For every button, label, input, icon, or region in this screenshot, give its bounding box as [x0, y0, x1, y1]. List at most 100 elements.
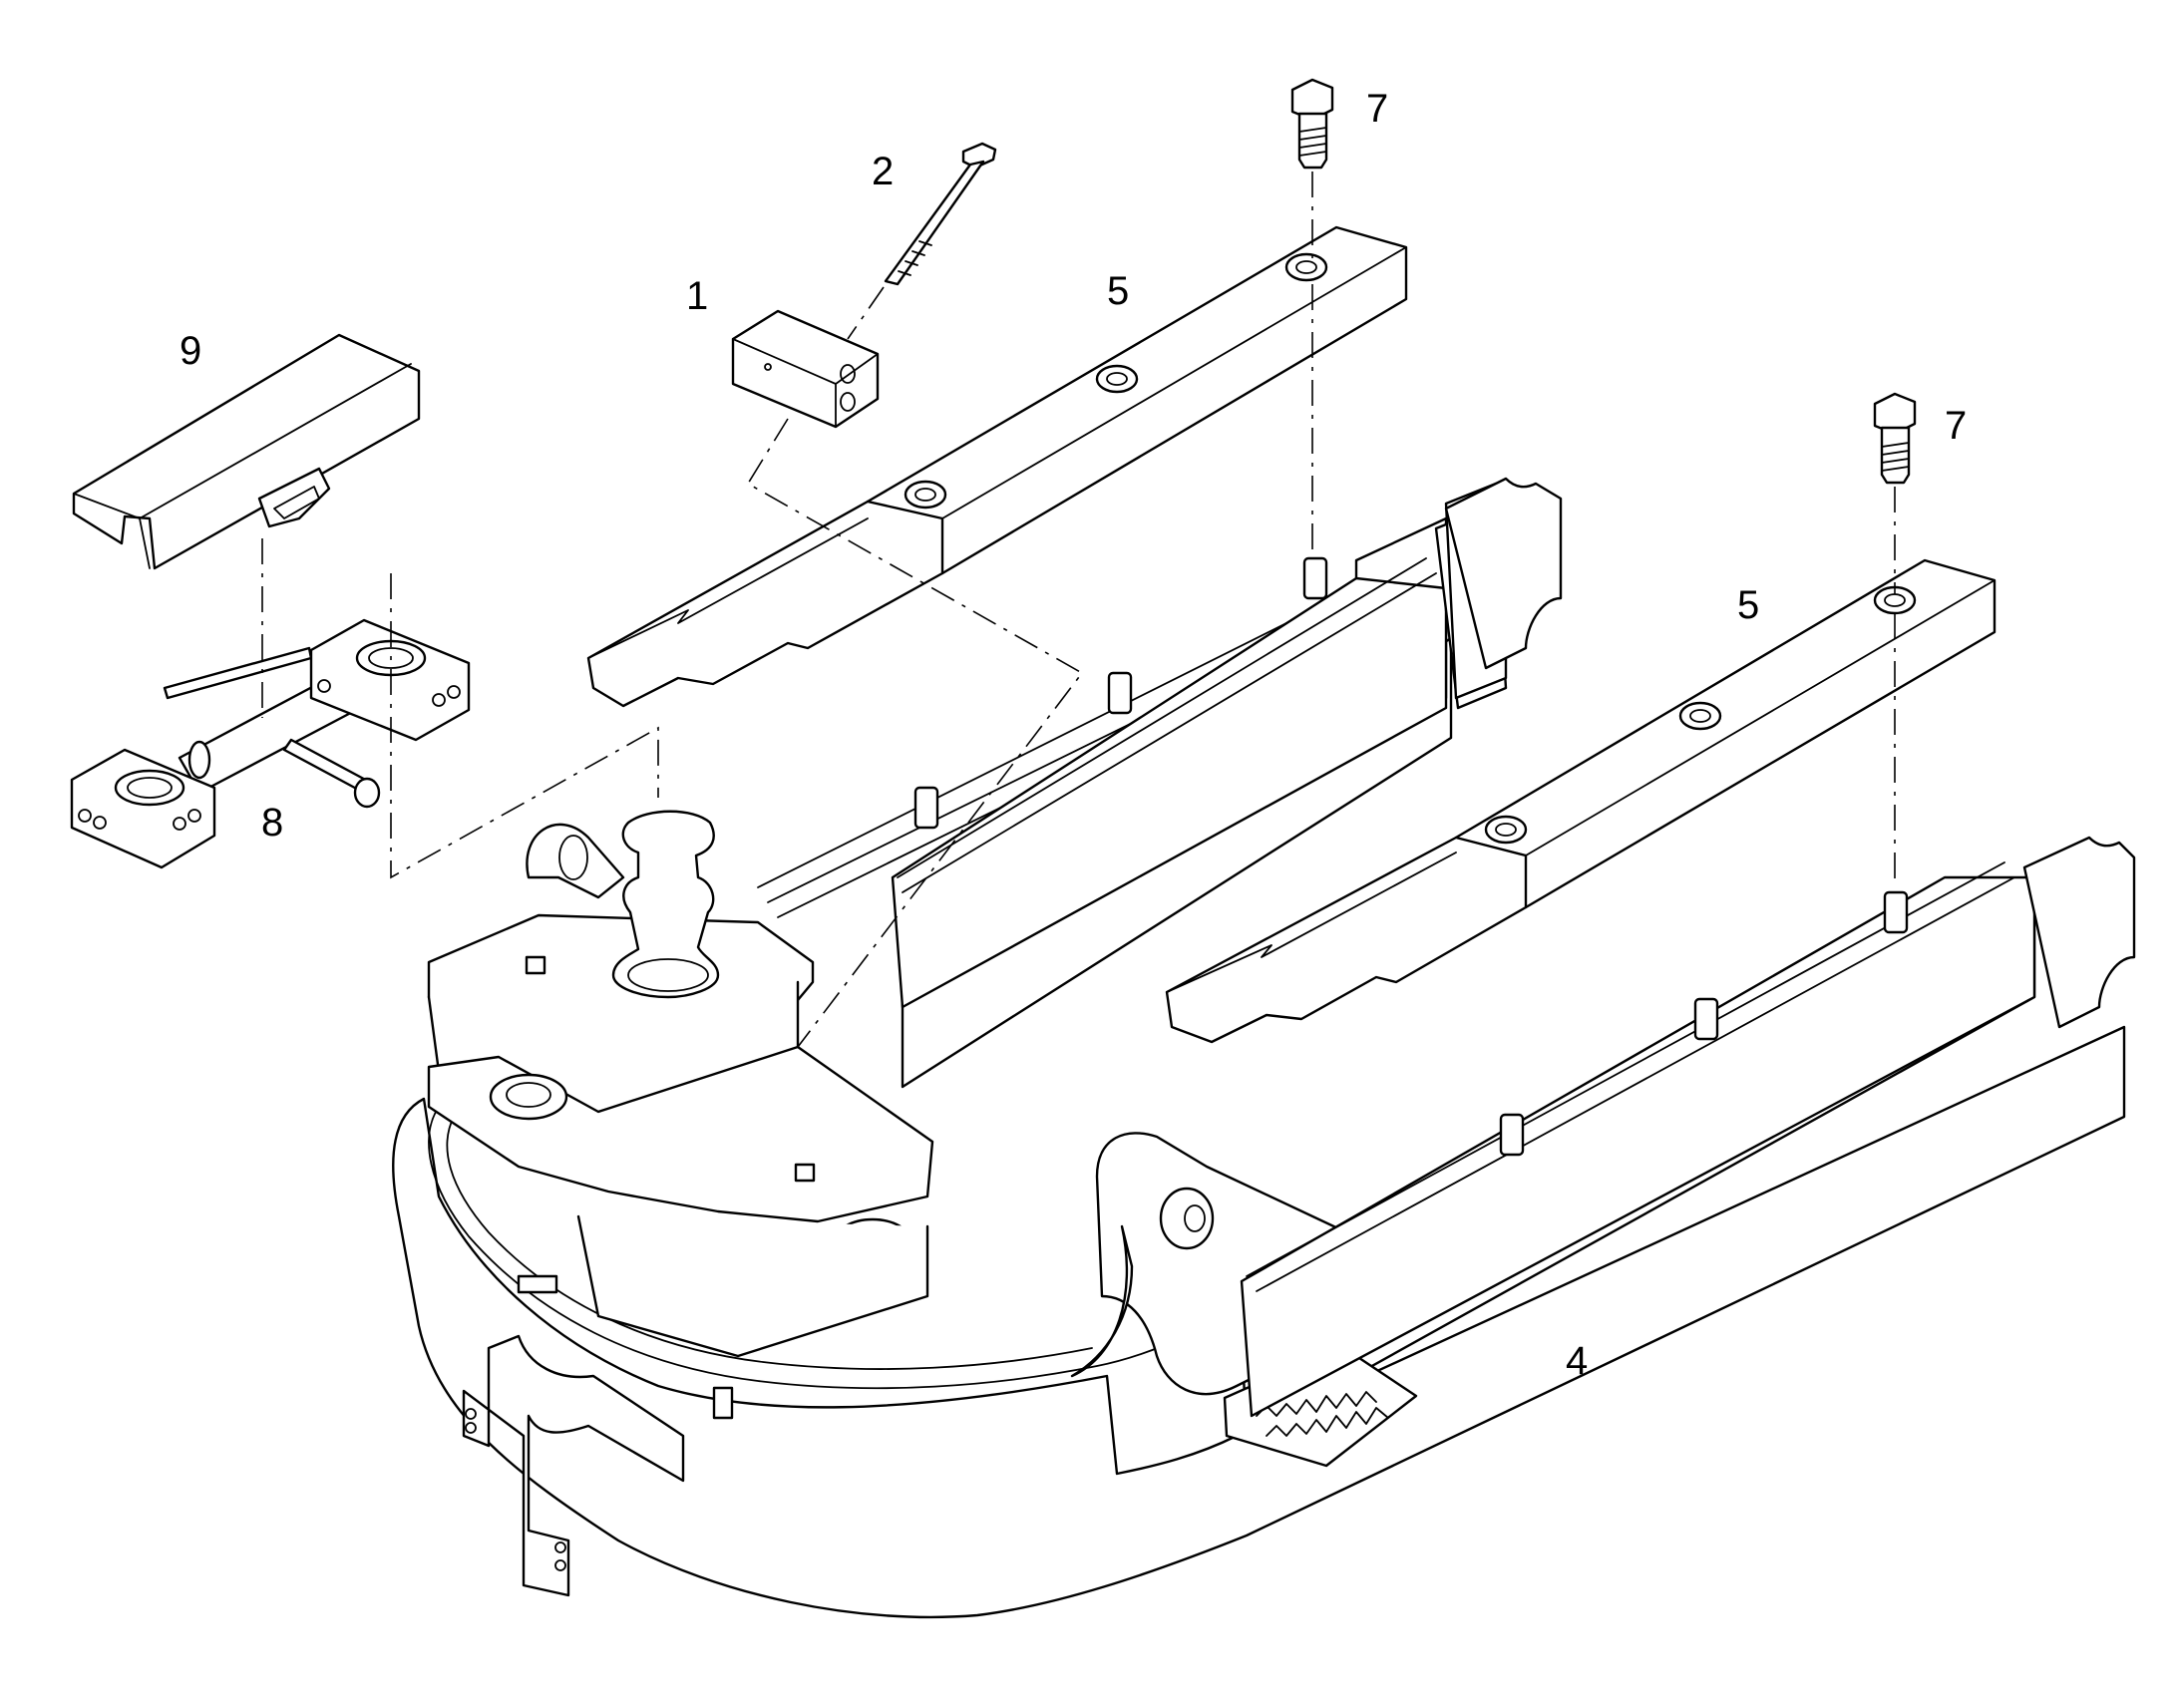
- pivot-bushing-upper: [489, 1073, 568, 1121]
- channel-cover-body: [72, 333, 421, 570]
- upper-rail-ridge: [897, 557, 1437, 893]
- part-5-upper-cover-rail: [586, 225, 1408, 708]
- part-9-channel-cover: [72, 333, 421, 570]
- hook-bracket-claw: [1070, 1224, 1134, 1378]
- rail-spacer-2: [1107, 671, 1133, 715]
- hook-bracket-pin: [1159, 1187, 1215, 1250]
- callout-part-8: 8: [261, 801, 283, 845]
- clamp-right-bolt-3: [432, 693, 446, 707]
- u-frame-inner-rim-2: [446, 1116, 1093, 1370]
- long-bolt-shank: [884, 160, 985, 286]
- cover-rail-upper-washer-3-hole: [914, 488, 936, 502]
- clamp-right-bolt-1: [317, 679, 331, 693]
- clamp-left-bolt-2: [93, 816, 107, 830]
- callout-part-7-lower: 7: [1945, 404, 1967, 448]
- guide-clamp-to-ball: [390, 573, 659, 879]
- pivot-plate-nut: [525, 955, 546, 975]
- cover-rail-lower-tail: [1165, 836, 1528, 1044]
- hook-bracket-pin-center: [1184, 1204, 1206, 1232]
- frame-bracket-bolt-hole-2: [465, 1422, 477, 1434]
- channel-cover-edges: [73, 363, 412, 569]
- clamp-cross-bolt-nut: [353, 777, 381, 809]
- clamp-left-bolt-1: [78, 809, 92, 823]
- callout-part-2: 2: [872, 150, 894, 193]
- cover-rail-lower-tail-edge: [1166, 852, 1457, 993]
- part-2-long-bolt: [884, 142, 997, 286]
- upper-rail-body: [891, 576, 1448, 1009]
- part-8-pipe-clamp: [70, 618, 471, 869]
- pivot-eye-ring-left: [526, 823, 625, 899]
- cover-rail-lower-washer-3: [1484, 815, 1528, 845]
- part-1-clamp-block: [731, 309, 880, 429]
- upper-rail-assembly: [891, 477, 1563, 1009]
- callout-part-1: 1: [686, 274, 708, 318]
- upper-rail-yoke: [1444, 477, 1563, 670]
- clamp-left-bolt-4: [173, 817, 186, 831]
- cover-rail-lower-washer-3-hole: [1495, 823, 1517, 837]
- bolt-7-upper-shank: [1297, 112, 1328, 170]
- frame-bracket-bolt-hole-4: [554, 1559, 566, 1571]
- callout-part-4: 4: [1566, 1339, 1588, 1383]
- guide-bolt2-to-block: [847, 286, 885, 340]
- clamp-block-mark: [764, 363, 772, 371]
- channel-cover-tab-loop: [273, 486, 320, 519]
- pivot-lower-block: [576, 1214, 929, 1358]
- part-7-lower-bolt: [1873, 392, 1917, 485]
- frame-tab-clip: [517, 1274, 558, 1294]
- cover-rail-upper-tail: [586, 500, 944, 708]
- frame-tab-clip-2: [712, 1386, 734, 1420]
- cover-rail-upper-top: [866, 225, 1408, 575]
- assembly-guide-lines: [261, 171, 1896, 1048]
- rail-spacer-3: [913, 786, 939, 830]
- clamp-rod: [163, 646, 313, 700]
- callout-part-5-upper: 5: [1107, 269, 1129, 313]
- callout-part-7-upper: 7: [1366, 87, 1388, 131]
- callout-part-5-lower: 5: [1737, 583, 1759, 627]
- lower-rail-assembly: [1240, 836, 2136, 1418]
- clamp-block-edges: [732, 338, 879, 428]
- clamp-left-bore: [114, 769, 185, 807]
- lower-rail-spacer-3: [1499, 1113, 1525, 1157]
- clamp-right-bore-inner: [368, 647, 414, 669]
- lower-rail-body: [1240, 875, 2036, 1418]
- ball-joint-stud: [611, 810, 720, 999]
- cover-rail-lower-washer-2: [1678, 701, 1722, 731]
- lower-rail-spacer-2: [1693, 997, 1719, 1041]
- clamp-block-hole-2: [840, 392, 856, 412]
- clamp-right-bolt-2: [447, 685, 461, 699]
- footstep-teeth: [1256, 1391, 1389, 1437]
- cover-rail-lower-washer-2-hole: [1689, 709, 1711, 723]
- clamp-left-bolt-3: [187, 809, 201, 823]
- bolt-7-lower-threads: [1881, 442, 1910, 472]
- cover-rail-upper-tail-edge: [587, 517, 869, 659]
- clamp-tube-collar: [187, 740, 211, 780]
- long-bolt-head: [961, 142, 997, 170]
- guide-block-to-rail: [746, 418, 1084, 1048]
- lower-rail-ridge: [1246, 861, 2015, 1292]
- long-bolt-threads: [898, 240, 932, 276]
- frame-bracket-bolt-hole: [465, 1408, 477, 1420]
- rail-spacer-1: [1302, 556, 1328, 600]
- pivot-eye-left-hole: [558, 835, 588, 880]
- lower-rail-spacer-1: [1883, 890, 1909, 934]
- bolt-7-lower-head: [1873, 392, 1917, 436]
- lower-rail-yoke: [2022, 836, 2136, 1029]
- cover-rail-upper-washer-2: [1095, 364, 1139, 394]
- pivot-bushing-upper-inner: [506, 1082, 551, 1108]
- clamp-left-bore-inner: [127, 777, 173, 799]
- pivot-lower-nut: [794, 1163, 816, 1183]
- pivot-block-assembly: [427, 810, 934, 1358]
- clamp-block-right: [309, 618, 471, 742]
- bolt-7-lower-shank: [1880, 426, 1911, 485]
- ball-joint-base-ring: [627, 958, 709, 992]
- cover-rail-upper-washer-3: [904, 480, 947, 510]
- frame-front-bracket: [462, 1334, 685, 1597]
- u-frame-inner-rim: [428, 1106, 1228, 1390]
- cover-rail-upper-washer-1: [1284, 252, 1328, 282]
- part-5-lower-cover-rail: [1165, 558, 1997, 1044]
- bolt-7-upper-threads: [1298, 127, 1327, 157]
- cover-rail-upper-washer-2-hole: [1106, 372, 1128, 386]
- callout-part-9: 9: [180, 329, 201, 373]
- part-7-upper-bolt: [1290, 78, 1334, 170]
